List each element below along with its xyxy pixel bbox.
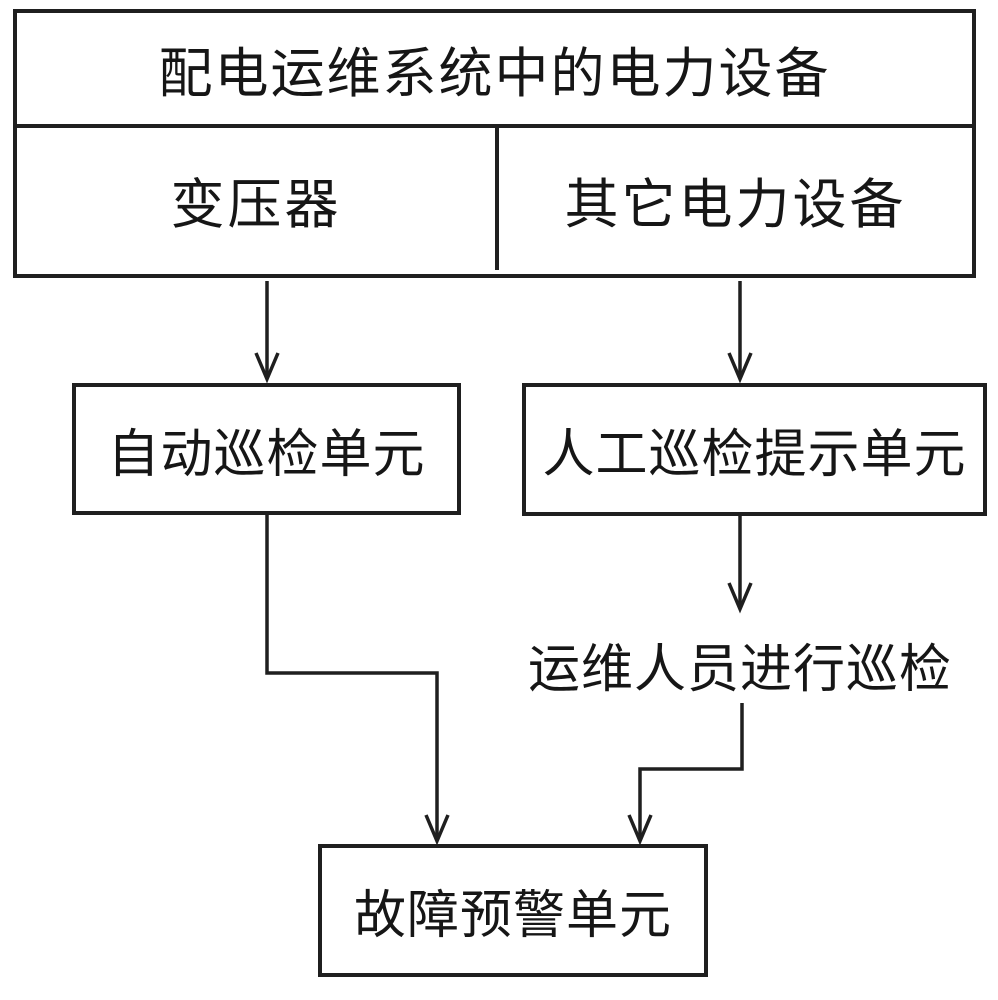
node-other-equipment: 其它电力设备 xyxy=(499,128,972,270)
arrowhead-into-auto-unit xyxy=(254,352,280,384)
arrowhead-into-warning-left xyxy=(424,814,450,846)
node-transformer: 变压器 xyxy=(17,128,499,270)
node-other-equipment-label: 其它电力设备 xyxy=(564,174,907,235)
node-system-equipment-label: 配电运维系统中的电力设备 xyxy=(158,44,831,104)
node-fault-warning-unit-label: 故障预警单元 xyxy=(353,888,672,945)
equipment-table-row: 变压器 其它电力设备 xyxy=(17,128,972,270)
arrowhead-into-personnel-label xyxy=(727,582,753,614)
node-personnel-inspection-label: 运维人员进行巡检 xyxy=(527,641,952,699)
node-transformer-label: 变压器 xyxy=(170,174,342,235)
node-manual-inspection-prompt-unit: 人工巡检提示单元 xyxy=(522,383,987,516)
node-manual-inspection-prompt-unit-label: 人工巡检提示单元 xyxy=(542,427,967,484)
arrowhead-into-warning-right xyxy=(627,814,653,846)
node-fault-warning-unit: 故障预警单元 xyxy=(318,844,708,977)
node-auto-inspection-unit: 自动巡检单元 xyxy=(72,383,461,515)
node-system-equipment: 配电运维系统中的电力设备 xyxy=(17,13,972,128)
node-personnel-inspection: 运维人员进行巡检 xyxy=(525,631,955,699)
arrowhead-into-manual-unit xyxy=(727,352,753,384)
connector-auto-to-warning xyxy=(265,515,439,839)
node-auto-inspection-unit-label: 自动巡检单元 xyxy=(107,426,426,484)
equipment-table: 配电运维系统中的电力设备 变压器 其它电力设备 xyxy=(13,9,976,278)
connector-personnel-to-warning xyxy=(638,703,744,839)
